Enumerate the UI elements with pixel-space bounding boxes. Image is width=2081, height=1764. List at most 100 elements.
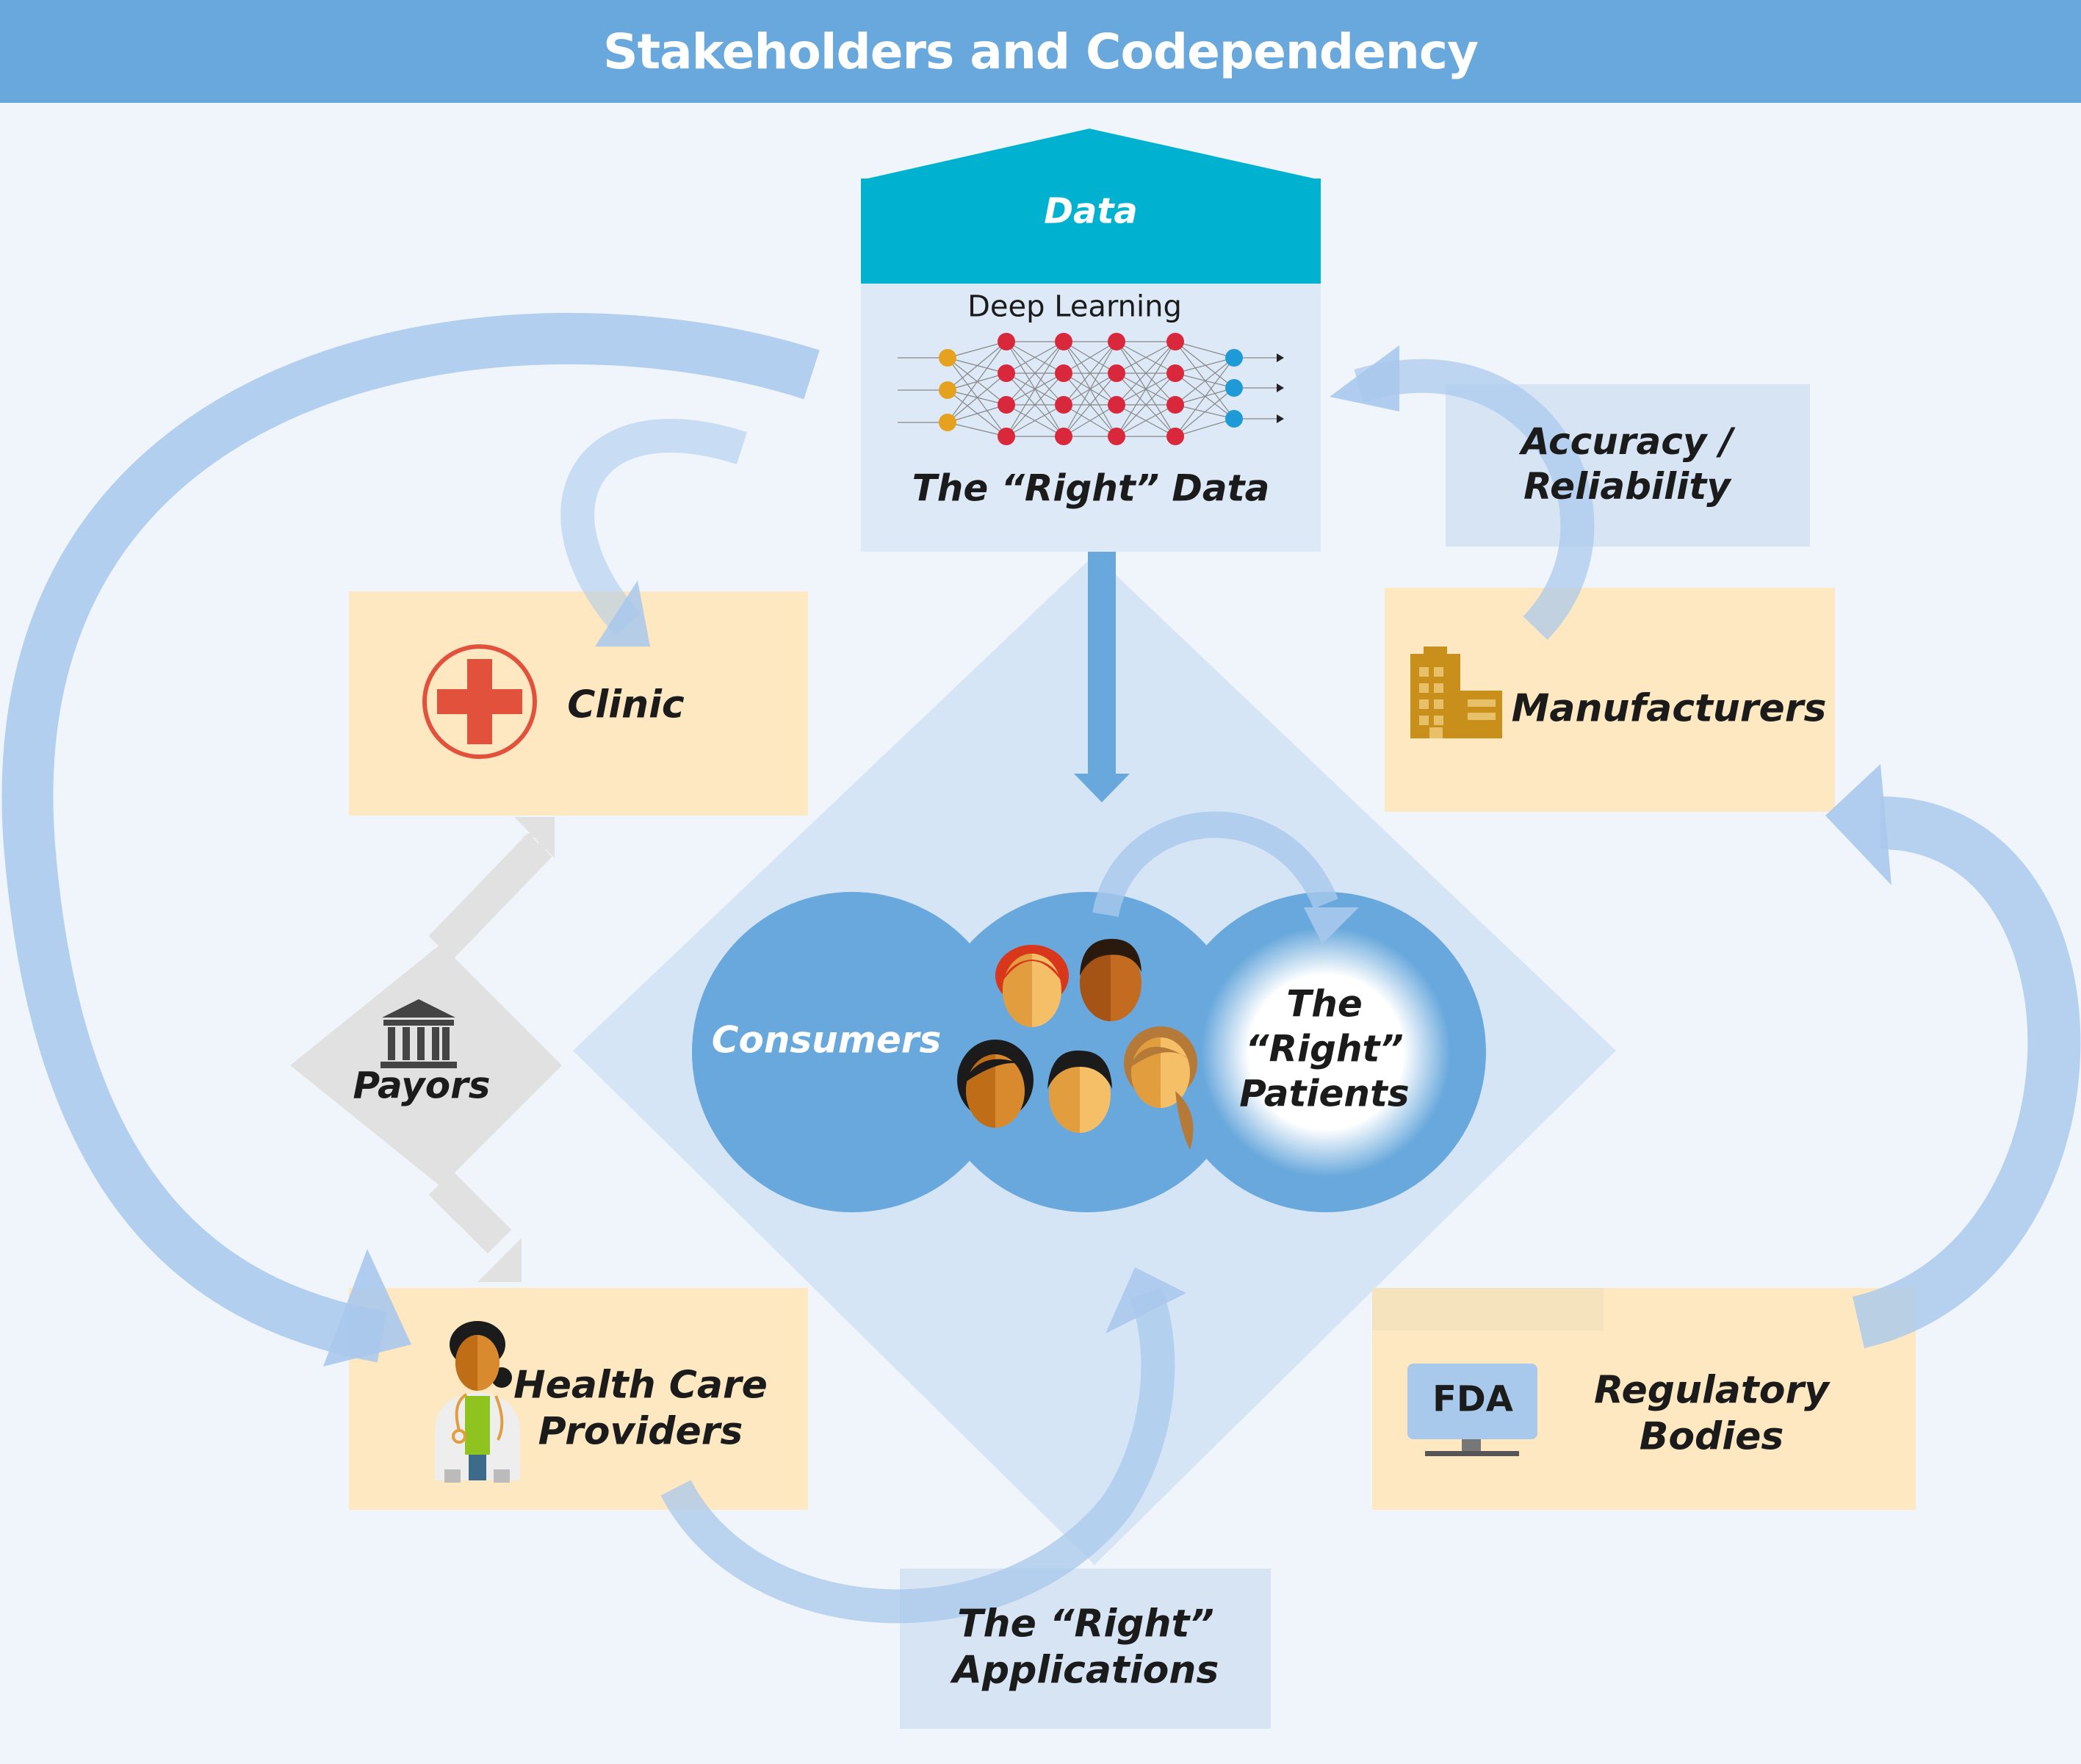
bank-icon: [381, 999, 457, 1068]
regulatory-box-tab: [1372, 1288, 1604, 1331]
providers-arrowhead: [323, 1249, 411, 1367]
regulatory-label: Regulatory Bodies: [1594, 1368, 1829, 1461]
nn-node: [1166, 428, 1184, 445]
nn-connection: [1006, 372, 1064, 437]
regulatory-line-2: Bodies: [1639, 1415, 1784, 1459]
page-title: Stakeholders and Codependency: [603, 23, 1479, 80]
nn-connection: [947, 341, 1007, 359]
accuracy-line-1: Accuracy /: [1521, 420, 1734, 463]
nn-connection: [947, 422, 1007, 437]
flow-arrows: [1, 312, 2081, 1624]
nn-connection: [1116, 372, 1176, 437]
neural-network-icon: [898, 333, 1284, 445]
nn-connection: [947, 404, 1007, 423]
nn-node: [1055, 333, 1072, 350]
nn-connection: [1116, 341, 1176, 374]
nn-connection: [1006, 404, 1064, 437]
people-group-icon: [957, 938, 1197, 1150]
providers-label: Health Care Providers: [513, 1363, 768, 1456]
providers-to-consumers-arrow: [660, 1286, 1175, 1624]
nn-connection: [1175, 341, 1235, 389]
nn-output-arrowhead: [1277, 384, 1284, 392]
nn-connection: [1063, 372, 1117, 437]
right-patients-line-2: “Right”: [1245, 1027, 1404, 1070]
nn-connection: [1006, 341, 1064, 437]
right-patients-glow: [1201, 927, 1451, 1177]
providers-line-1: Health Care: [513, 1363, 768, 1408]
fda-screen-text: FDA: [1432, 1378, 1513, 1420]
nn-node: [1225, 379, 1243, 397]
applications-arrowhead: [1106, 1267, 1186, 1333]
nn-connection: [1116, 341, 1176, 406]
right-patients-label: The “Right” Patients: [1239, 982, 1409, 1117]
nn-node: [998, 396, 1015, 414]
clinic-arrowhead: [595, 580, 650, 647]
nn-node: [939, 349, 956, 367]
accuracy-label: Accuracy / Reliability: [1521, 420, 1733, 509]
nn-node: [1166, 333, 1184, 350]
nn-node: [1108, 428, 1125, 445]
data-to-consumers-arrow: [1074, 552, 1130, 802]
arrowheads: [323, 345, 1891, 1367]
data-to-clinic-arrow: [560, 419, 747, 636]
nn-node: [998, 428, 1015, 445]
nn-connection: [947, 341, 1007, 391]
nn-node: [1166, 364, 1184, 382]
nn-connection: [1063, 341, 1117, 437]
nn-node: [1225, 410, 1243, 428]
nn-connection: [947, 341, 1007, 423]
nn-connection: [1006, 341, 1064, 406]
applications-line-1: The “Right”: [957, 1602, 1214, 1646]
nn-connection: [1063, 341, 1117, 406]
nn-connection: [1063, 404, 1117, 437]
nn-connection: [1006, 341, 1064, 374]
nn-node: [1055, 364, 1072, 382]
nn-node: [998, 333, 1015, 350]
nn-output-arrowhead: [1277, 414, 1284, 423]
nn-node: [1166, 396, 1184, 414]
nn-connection: [1175, 341, 1235, 359]
nn-connection: [1116, 404, 1176, 437]
medical-cross-icon: [422, 644, 537, 759]
nn-connection: [1175, 387, 1235, 437]
nn-node: [939, 381, 956, 399]
manufacturers-arrowhead: [1825, 764, 1891, 885]
deep-learning-label: Deep Learning: [967, 289, 1182, 324]
manufacturers-to-data-arrow: [1354, 359, 1595, 640]
consumers-to-patients-arrow: [1092, 811, 1338, 918]
nn-connection: [1116, 341, 1176, 437]
regulatory-line-1: Regulatory: [1594, 1368, 1829, 1413]
manufacturers-label: Manufacturers: [1511, 686, 1827, 731]
applications-line-2: Applications: [952, 1649, 1219, 1693]
nn-connection: [1063, 341, 1117, 374]
nn-connection: [1175, 372, 1235, 389]
nn-node: [1225, 349, 1243, 367]
data-arrowhead: [1330, 345, 1399, 411]
nn-node: [1055, 428, 1072, 445]
right-data-label: The “Right” Data: [912, 467, 1270, 510]
nn-node: [998, 364, 1015, 382]
data-to-providers-arrow: [1, 312, 820, 1363]
nn-node: [1108, 364, 1125, 382]
nn-connection: [1175, 357, 1235, 374]
nn-node: [1055, 396, 1072, 414]
data-box: [861, 129, 1321, 552]
payors-diamond: [290, 817, 562, 1282]
applications-label: The “Right” Applications: [953, 1602, 1219, 1695]
nn-connection: [947, 372, 1007, 423]
patients-arrowhead: [1304, 907, 1359, 944]
right-patients-line-1: The: [1286, 982, 1363, 1026]
right-patients-line-3: Patients: [1239, 1072, 1410, 1115]
providers-line-2: Providers: [538, 1410, 743, 1454]
nn-connection: [1175, 357, 1235, 437]
nn-connection: [1175, 418, 1235, 437]
regulatory-to-manufacturers-arrow: [1852, 796, 2081, 1349]
nn-node: [1108, 333, 1125, 350]
payors-label: Payors: [353, 1064, 491, 1107]
doctor-icon: [435, 1321, 520, 1483]
data-header-label: Data: [1044, 190, 1138, 232]
office-building-icon: [1410, 647, 1502, 738]
nn-node: [939, 414, 956, 431]
accuracy-line-2: Reliability: [1523, 465, 1731, 508]
